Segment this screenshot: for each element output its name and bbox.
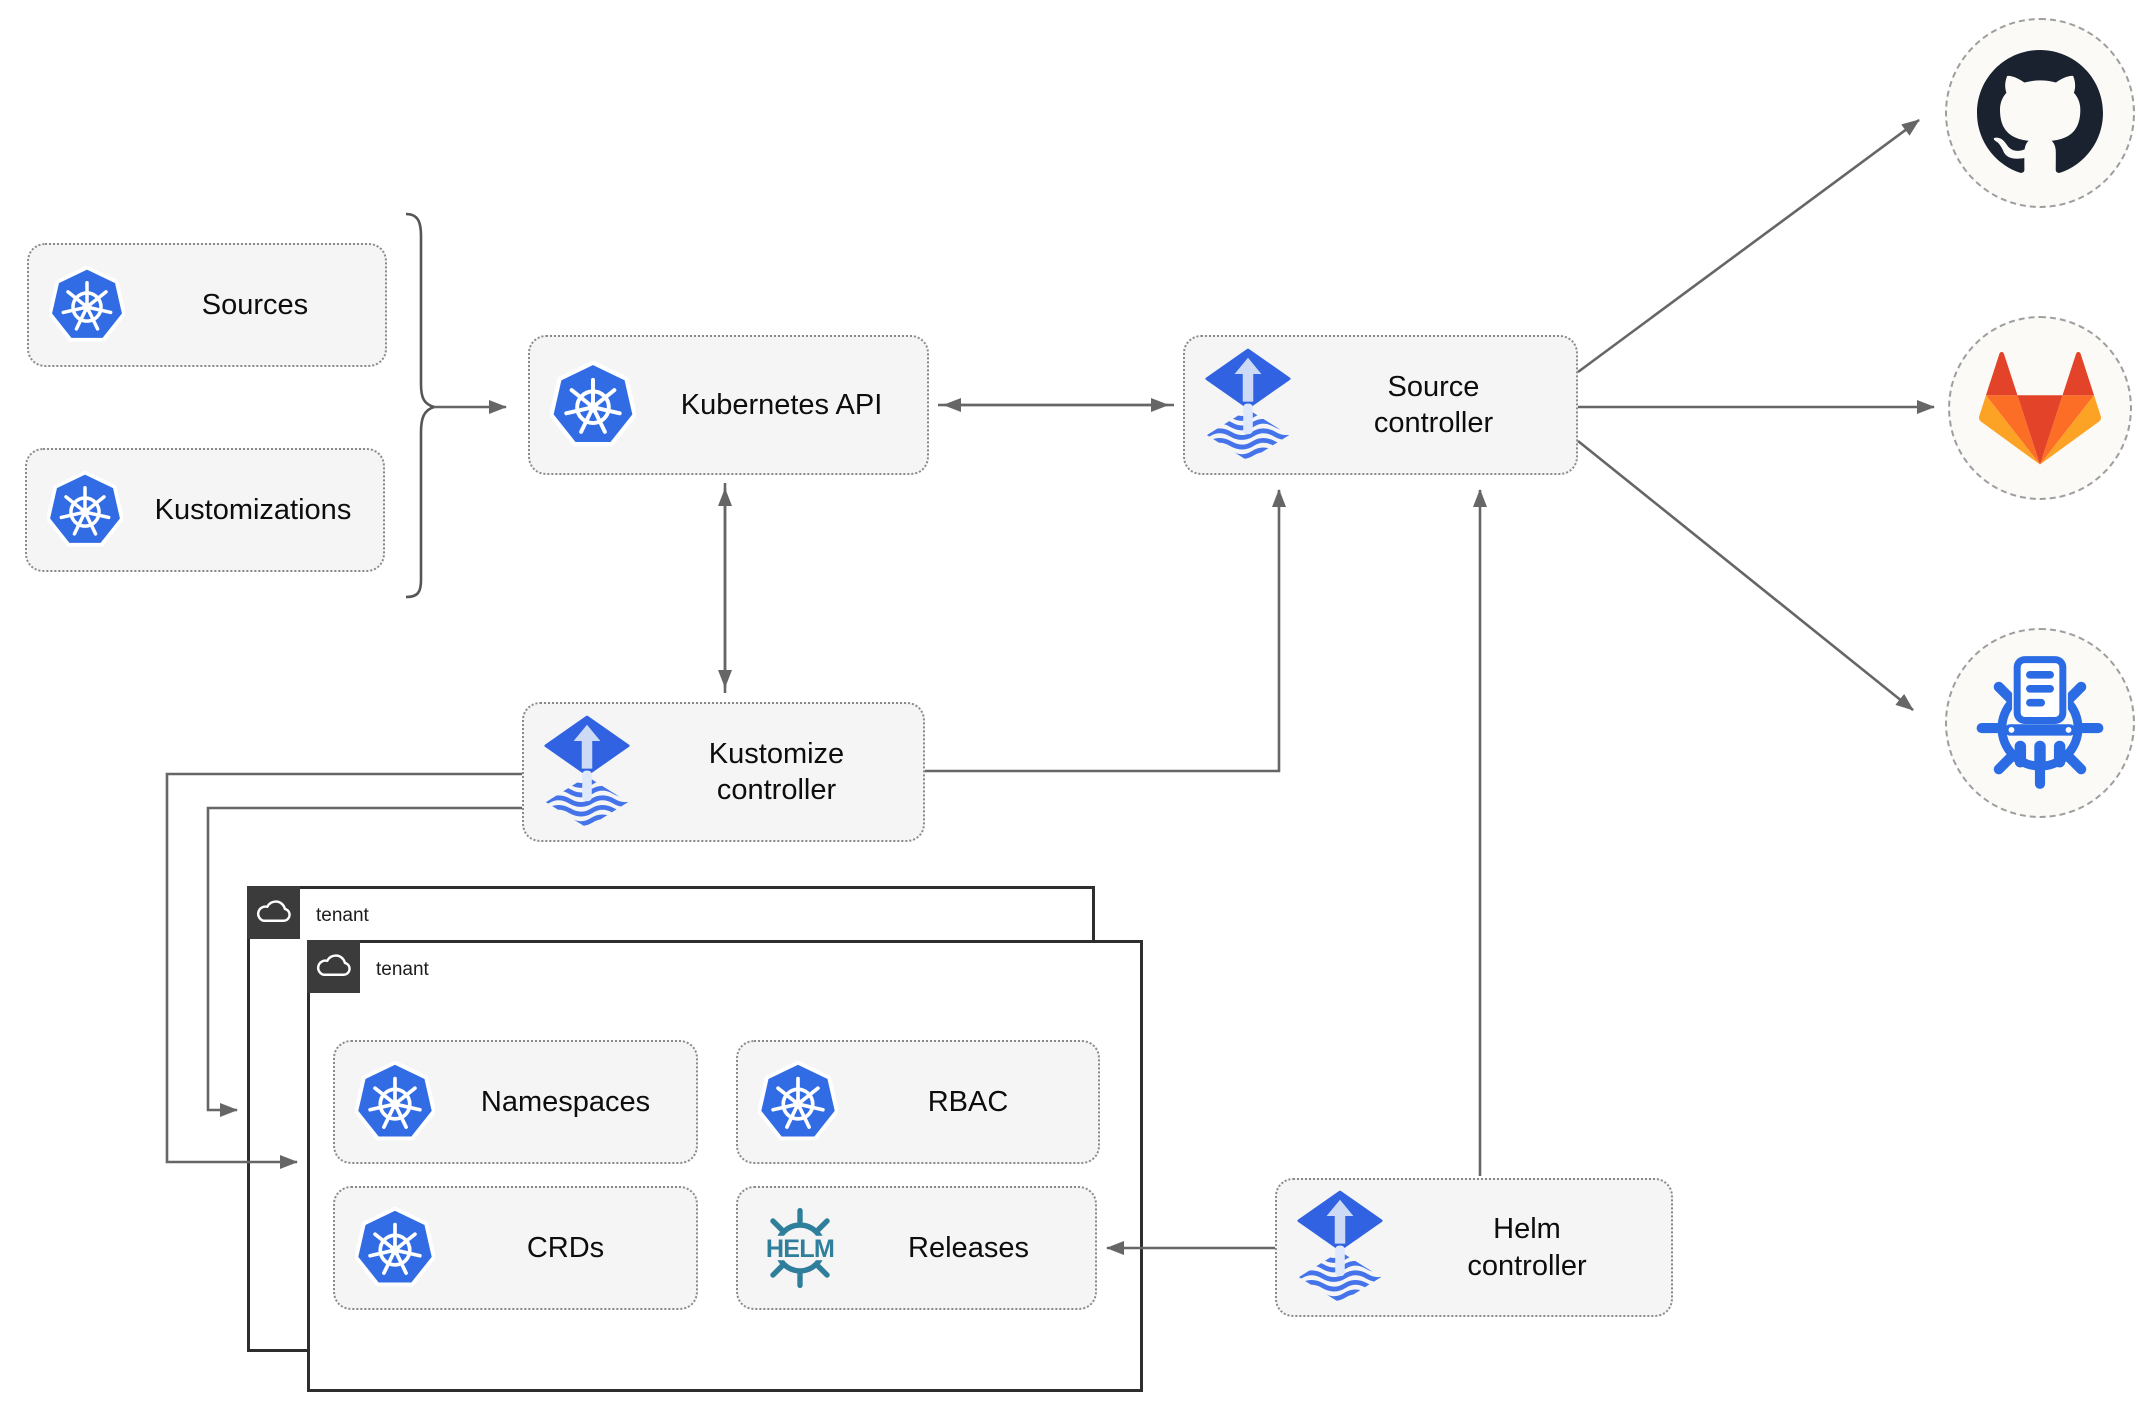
node-sources: Sources <box>27 243 387 367</box>
node-label-text: Helm controller <box>1467 1213 1587 1282</box>
flux-icon <box>1205 348 1291 463</box>
tenant-group-header <box>247 886 300 939</box>
registry-endpoint <box>1945 628 2135 818</box>
tenant-group-front: tenant <box>307 940 1143 1392</box>
flux-icon <box>544 715 630 830</box>
gitlab-icon <box>1979 351 2101 465</box>
github-endpoint <box>1945 18 2135 208</box>
node-label: Helm controller <box>1383 1211 1671 1284</box>
kubernetes-icon <box>49 265 125 345</box>
node-rbac: RBAC <box>736 1040 1100 1164</box>
node-label: CRDs <box>526 1231 605 1264</box>
node-label: Namespaces <box>480 1085 651 1118</box>
tenant-group-label: tenant <box>376 958 429 980</box>
node-kubernetes-api: Kubernetes API <box>528 335 929 475</box>
edge-source-to-registry <box>1577 439 1914 712</box>
group-bracket <box>405 212 439 599</box>
kubernetes-icon <box>550 360 636 450</box>
node-source-controller: Source controller <box>1183 335 1578 475</box>
node-label: Source controller <box>1291 369 1576 442</box>
kubernetes-icon <box>355 1060 435 1144</box>
tenant-group-label: tenant <box>316 904 369 926</box>
github-icon <box>1977 50 2103 173</box>
node-helm-controller: Helm controller <box>1275 1178 1673 1317</box>
cloud-icon <box>256 900 291 922</box>
gitlab-endpoint <box>1948 316 2132 500</box>
kubernetes-icon <box>758 1060 838 1144</box>
kubernetes-icon <box>355 1206 435 1290</box>
edge-kustomize-to-source <box>925 489 1286 773</box>
container-registry-icon <box>1976 654 2104 789</box>
node-label: Kustomize controller <box>630 736 923 809</box>
flux-icon <box>1297 1190 1383 1305</box>
kubernetes-icon <box>47 470 123 550</box>
node-kustomize-controller: Kustomize controller <box>522 702 925 842</box>
node-label: Releases <box>908 1231 1029 1264</box>
node-label: Kubernetes API <box>680 388 883 421</box>
helm-icon: HELM <box>758 1202 842 1294</box>
node-label-text: Source controller <box>1373 370 1494 439</box>
node-label: RBAC <box>927 1085 1009 1118</box>
node-namespaces: Namespaces <box>333 1040 698 1164</box>
cloud-icon <box>316 954 351 976</box>
helm-logo-text: HELM <box>766 1235 834 1263</box>
node-releases: HELM Releases <box>736 1186 1097 1310</box>
edge-source-to-github <box>1577 118 1920 374</box>
node-crds: CRDs <box>333 1186 698 1310</box>
node-label-text: Kustomize controller <box>708 737 845 806</box>
node-label: Sources <box>201 288 309 321</box>
tenant-group-header <box>307 940 360 993</box>
node-kustomizations: Kustomizations <box>25 448 385 572</box>
node-label: Kustomizations <box>154 493 352 526</box>
